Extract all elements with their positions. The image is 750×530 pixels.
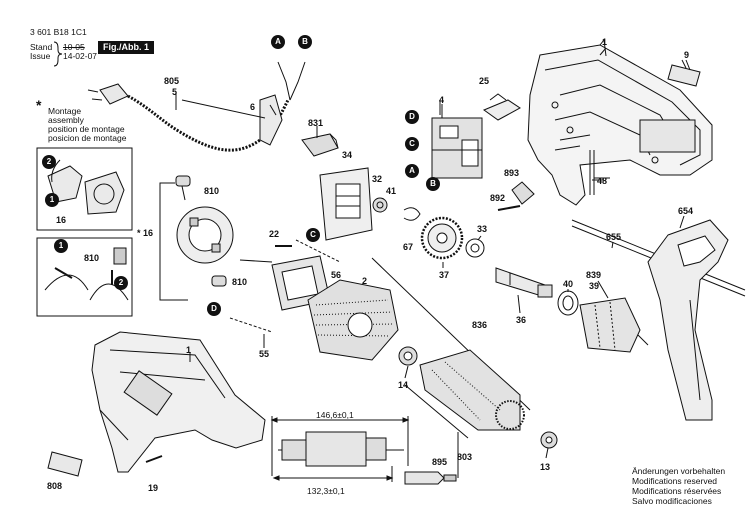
marker-d: D — [405, 110, 419, 124]
part-41: 41 — [386, 186, 397, 196]
spindle-drawing — [495, 267, 553, 298]
marker-a: A — [405, 164, 419, 178]
star-16-label: * 16 — [137, 228, 154, 238]
part-5: 5 — [172, 87, 178, 97]
part-25: 25 — [479, 76, 490, 86]
part-32: 32 — [372, 174, 383, 184]
part-22: 22 — [269, 229, 280, 239]
part-808: 808 — [47, 481, 63, 491]
inset-callout-1: 1 — [45, 193, 59, 207]
part-654: 654 — [678, 206, 694, 216]
marker-b: B — [426, 177, 440, 191]
part-810-a: 810 — [204, 186, 220, 196]
part-37: 37 — [439, 270, 450, 280]
montage-line-2: assembly — [48, 115, 84, 125]
armature-dimension-drawing — [270, 416, 410, 482]
part-892: 892 — [490, 193, 506, 203]
marker-b: B — [298, 35, 312, 49]
housing-bottom-drawing — [91, 331, 266, 473]
footer-line-2: Modifications reserved — [632, 476, 718, 486]
armature-drawing — [419, 349, 525, 431]
brush-plate-drawing — [319, 167, 373, 241]
gear-drawing — [420, 216, 464, 260]
inset-bottom-drawing — [44, 247, 129, 301]
part-655: 655 — [606, 232, 622, 242]
dimension-bottom: 132,3±0,1 — [307, 486, 345, 496]
part-4: 4 — [439, 95, 445, 105]
part-13: 13 — [540, 462, 551, 472]
field-ring-drawing — [176, 206, 234, 264]
part-839: 839 — [586, 270, 602, 280]
part-67: 67 — [403, 242, 414, 252]
inset-part-16: 16 — [56, 215, 67, 225]
housing-top-drawing — [527, 38, 713, 206]
part-34: 34 — [342, 150, 353, 160]
figure-label: Fig./Abb. 1 — [98, 41, 154, 54]
part-33: 33 — [477, 224, 488, 234]
inset-top-drawing — [47, 159, 125, 215]
power-cable-drawing — [87, 61, 306, 152]
part-56: 56 — [331, 270, 342, 280]
montage-line-4: posicion de montage — [48, 133, 127, 143]
part-1-top: 1 — [602, 37, 608, 47]
part-831: 831 — [308, 118, 324, 128]
montage-line-3: position de montage — [48, 124, 125, 134]
part-36: 36 — [516, 315, 527, 325]
footer-line-1: Änderungen vorbehalten — [632, 466, 726, 476]
inset-callout-1: 1 — [54, 239, 68, 253]
inset-callout-2: 2 — [114, 276, 128, 290]
auxiliary-handle-drawing — [647, 219, 729, 421]
part-55: 55 — [259, 349, 270, 359]
marker-a: A — [271, 35, 285, 49]
montage-symbol: * — [36, 97, 42, 113]
marker-c: C — [405, 137, 419, 151]
stand-date: 10-05 — [63, 42, 85, 52]
part-19: 19 — [148, 483, 159, 493]
part-48: 48 — [597, 176, 608, 186]
marker-d: D — [207, 302, 221, 316]
footer-line-3: Modifications réservées — [632, 486, 722, 496]
dimension-top: 146,6±0,1 — [316, 410, 354, 420]
chuck-drawing — [579, 297, 649, 353]
part-6: 6 — [250, 102, 256, 112]
part-14: 14 — [398, 380, 409, 390]
switch-drawing — [431, 100, 483, 179]
part-803: 803 — [457, 452, 473, 462]
part-39: 39 — [589, 281, 600, 291]
part-836: 836 — [472, 320, 488, 330]
stand-label: Stand — [30, 42, 53, 52]
montage-line-1: Montage — [48, 106, 82, 116]
stator-drawing — [307, 279, 399, 361]
part-40: 40 — [563, 279, 574, 289]
part-1-bottom: 1 — [186, 345, 192, 355]
part-805: 805 — [164, 76, 180, 86]
marker-c: C — [306, 228, 320, 242]
part-810-b: 810 — [232, 277, 248, 287]
part-893: 893 — [504, 168, 520, 178]
part-9: 9 — [684, 50, 690, 60]
inset-part-810: 810 — [84, 253, 100, 263]
footer-line-4: Salvo modificaciones — [632, 496, 712, 506]
part-895: 895 — [432, 457, 448, 467]
part-2: 2 — [362, 276, 368, 286]
inset-callout-2: 2 — [42, 155, 56, 169]
issue-date: 14-02-07 — [63, 51, 98, 61]
part-number: 3 601 B18 1C1 — [30, 27, 87, 37]
issue-label: Issue — [30, 51, 51, 61]
